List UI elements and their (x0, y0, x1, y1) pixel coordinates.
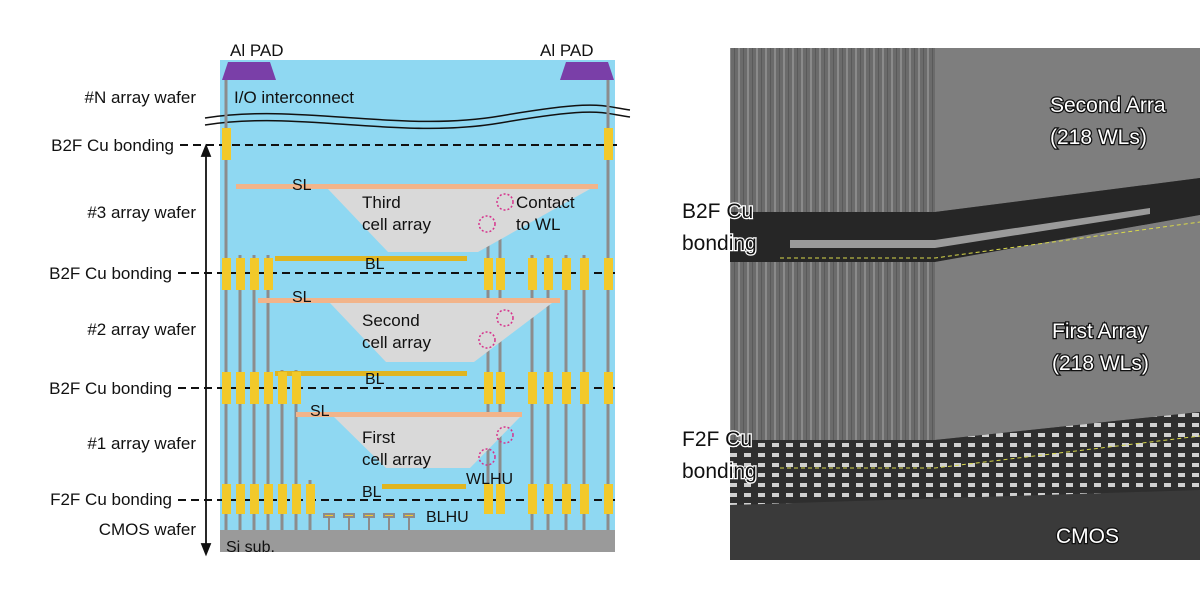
sem-first-array-label-2: (218 WLs) (1052, 352, 1149, 375)
sem-cmos-base (730, 490, 1200, 560)
label-b2f-1: B2F Cu bonding (51, 136, 174, 155)
cmos-contacts (323, 513, 415, 530)
al-pad-right-icon (560, 62, 614, 80)
al-pad-left-icon (222, 62, 276, 80)
contact-label-1: Contact (516, 193, 575, 212)
sem-second-array-label-1: Second Arra (1050, 94, 1166, 117)
label-array3: #3 array wafer (87, 203, 196, 222)
bl1-label: BL (362, 484, 382, 501)
second-cell-label-2: cell array (362, 333, 431, 352)
second-cell-label-1: Second (362, 311, 420, 330)
label-cmos: CMOS wafer (99, 520, 197, 539)
sem-first-array-label-1: First Array (1052, 320, 1148, 343)
sem-cmos-label: CMOS (1056, 525, 1119, 548)
sem-lower-right-face (935, 215, 1200, 440)
third-cell-label-1: Third (362, 193, 401, 212)
bl1-line (382, 484, 466, 489)
sem-image (730, 48, 1200, 560)
sem-boundary-upper (780, 221, 1200, 259)
label-b2f-3: B2F Cu bonding (49, 379, 172, 398)
sem-second-array-label-2: (218 WLs) (1050, 126, 1147, 149)
contact-icon-3a (496, 193, 514, 211)
third-cell-label-2: cell array (362, 215, 431, 234)
sem-b2f-label-1: B2F Cu (682, 200, 753, 223)
sem-boundary-lower (780, 435, 1200, 469)
third-cell-array (328, 189, 590, 252)
sem-lower-left-face (730, 262, 935, 440)
first-cell-label-2: cell array (362, 450, 431, 469)
sl2-plate (258, 298, 560, 303)
sl3-plate (236, 184, 598, 189)
contact-icon-3b (478, 215, 496, 233)
stack-arrow-icon (200, 143, 212, 557)
bl3-line (275, 256, 467, 261)
sl3-label: SL (292, 177, 312, 194)
first-cell-label-1: First (362, 428, 395, 447)
bl3-label: BL (365, 256, 385, 273)
contact-icon-2b (478, 331, 496, 349)
first-cell-array (334, 417, 520, 468)
sem-bond-labels: B2F Cu bonding F2F Cu bonding (681, 199, 758, 485)
sem-b2f-band-detail (790, 208, 1150, 248)
label-n-array: #N array wafer (85, 88, 197, 107)
si-sub-label: Si sub. (226, 539, 275, 556)
sem-f2f-label-1: F2F Cu (682, 428, 752, 451)
bl2-label: BL (365, 371, 385, 388)
bl2-line (275, 371, 467, 376)
contact-icon-1b (478, 448, 496, 466)
wlhu-label: WLHU (466, 471, 513, 488)
schematic: Al PAD Al PAD I/O interconnect (178, 41, 631, 557)
sem-upper-left-face (730, 48, 935, 212)
al-pad-right-label: Al PAD (540, 41, 594, 60)
sem-f2f-label-2: bonding (682, 460, 757, 483)
contact-icon-1a (496, 426, 514, 444)
sem-b2f-label-2: bonding (682, 232, 757, 255)
contact-label-2: to WL (516, 215, 560, 234)
contact-icon-2a (496, 309, 514, 327)
sl1-plate (296, 412, 522, 417)
label-b2f-2: B2F Cu bonding (49, 264, 172, 283)
sl2-label: SL (292, 289, 312, 306)
label-f2f: F2F Cu bonding (50, 490, 172, 509)
blhu-label: BLHU (426, 509, 469, 526)
left-labels: #N array wafer B2F Cu bonding #3 array w… (49, 88, 196, 539)
sl1-label: SL (310, 403, 330, 420)
bonding-pillars (222, 128, 613, 514)
al-pad-left-label: Al PAD (230, 41, 284, 60)
sem-upper-right-face (935, 48, 1200, 212)
si-substrate (220, 530, 615, 552)
sem-labels: Second Arra (218 WLs) First Array (218 W… (1049, 93, 1167, 550)
break-line-upper-icon (204, 104, 631, 123)
label-array1: #1 array wafer (87, 434, 196, 453)
io-interconnect-label: I/O interconnect (234, 88, 354, 107)
label-array2: #2 array wafer (87, 320, 196, 339)
break-line-lower-icon (204, 111, 631, 130)
